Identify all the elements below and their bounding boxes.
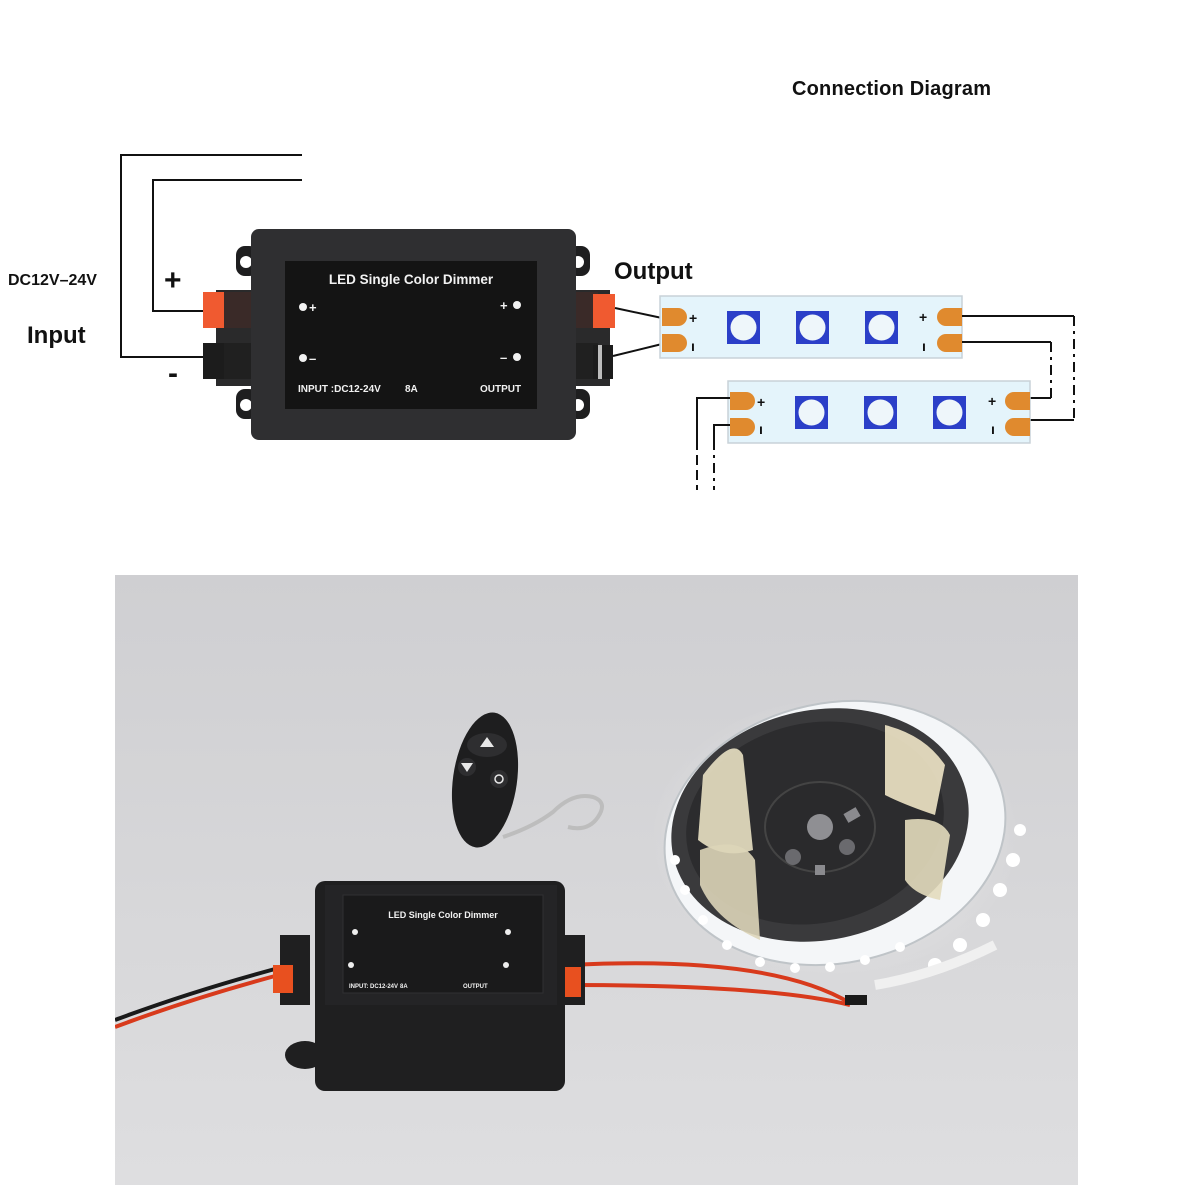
output-negative-terminal[interactable] xyxy=(593,345,613,379)
pad-plus-mark: + xyxy=(919,309,927,325)
led-chip xyxy=(796,311,829,344)
connection-diagram: LED Single Color Dimmer + – + – INPUT :D… xyxy=(120,154,1075,490)
pad-minus-mark: ı xyxy=(991,421,995,437)
solder-pad xyxy=(662,308,687,326)
input-negative-terminal[interactable] xyxy=(203,343,225,379)
panel-current: 8A xyxy=(405,384,418,395)
terminal-dot xyxy=(513,301,521,309)
right-minus-mark: – xyxy=(500,350,507,365)
power-icon[interactable] xyxy=(494,774,504,784)
terminal-dot xyxy=(299,303,307,311)
continuation-wires xyxy=(696,397,730,490)
photo-panel-current: 8A xyxy=(400,984,408,990)
input-negative-wire xyxy=(120,154,302,358)
led-chip xyxy=(933,396,966,429)
right-plus-mark: + xyxy=(500,298,508,313)
output-positive-terminal[interactable] xyxy=(593,294,615,328)
terminal-dot xyxy=(299,354,307,362)
photo-controller: LED Single Color Dimmer INPUT: DC12-24V … xyxy=(273,881,585,1091)
pad-plus-mark: + xyxy=(689,310,697,326)
keychain-clasp xyxy=(502,794,604,839)
led-reel xyxy=(650,697,1026,990)
pad-minus-mark: ı xyxy=(922,338,926,354)
terminal-dot xyxy=(513,353,521,361)
controller-panel xyxy=(285,261,537,409)
left-minus-mark: – xyxy=(309,351,316,366)
led-chip xyxy=(864,396,897,429)
output-label: Output xyxy=(614,258,693,285)
pad-plus-mark: + xyxy=(988,393,996,409)
controller: LED Single Color Dimmer + – + – INPUT :D… xyxy=(203,229,615,440)
input-voltage-label: DC12V–24V xyxy=(8,272,97,289)
photo-panel-title: LED Single Color Dimmer xyxy=(388,910,498,920)
input-label: Input xyxy=(27,322,86,349)
photo-panel-input-spec: INPUT: DC12-24V xyxy=(349,984,398,990)
strip-link-wires xyxy=(962,315,1075,421)
photo-wires xyxy=(115,961,867,1029)
pad-minus-mark: ı xyxy=(691,338,695,354)
solder-pad xyxy=(730,392,755,410)
input-wires xyxy=(120,154,302,358)
solder-pad xyxy=(1005,392,1030,410)
solder-pad xyxy=(937,334,962,352)
led-chip xyxy=(865,311,898,344)
solder-pad xyxy=(662,334,687,352)
output-positive-wire xyxy=(614,307,663,319)
solder-pad xyxy=(1005,418,1030,436)
pad-minus-mark: ı xyxy=(759,421,763,437)
input-positive-wire xyxy=(152,179,302,312)
input-plus-sign: + xyxy=(164,264,182,297)
diagram-title: Connection Diagram xyxy=(792,78,992,100)
photo-panel-output-label: OUTPUT xyxy=(463,984,488,990)
panel-title: LED Single Color Dimmer xyxy=(329,272,494,287)
pad-plus-mark: + xyxy=(757,394,765,410)
led-strip-1: + ı + ı xyxy=(659,295,963,359)
led-chip xyxy=(727,311,760,344)
led-chip xyxy=(795,396,828,429)
led-strip-2: + ı + ı xyxy=(727,380,1031,444)
output-negative-wire xyxy=(612,343,663,357)
product-photo: LED Single Color Dimmer INPUT: DC12-24V … xyxy=(115,575,1078,1185)
panel-input-spec: INPUT :DC12-24V xyxy=(298,384,381,395)
output-wires xyxy=(612,307,663,357)
brightness-down-icon[interactable] xyxy=(461,763,473,772)
brightness-up-icon[interactable] xyxy=(480,737,494,747)
left-plus-mark: + xyxy=(309,300,317,315)
panel-output-label: OUTPUT xyxy=(480,384,521,395)
remote-control xyxy=(451,712,604,848)
solder-pad xyxy=(730,418,755,436)
input-minus-sign: - xyxy=(168,357,178,390)
solder-pad xyxy=(937,308,962,326)
input-positive-terminal[interactable] xyxy=(203,292,225,328)
